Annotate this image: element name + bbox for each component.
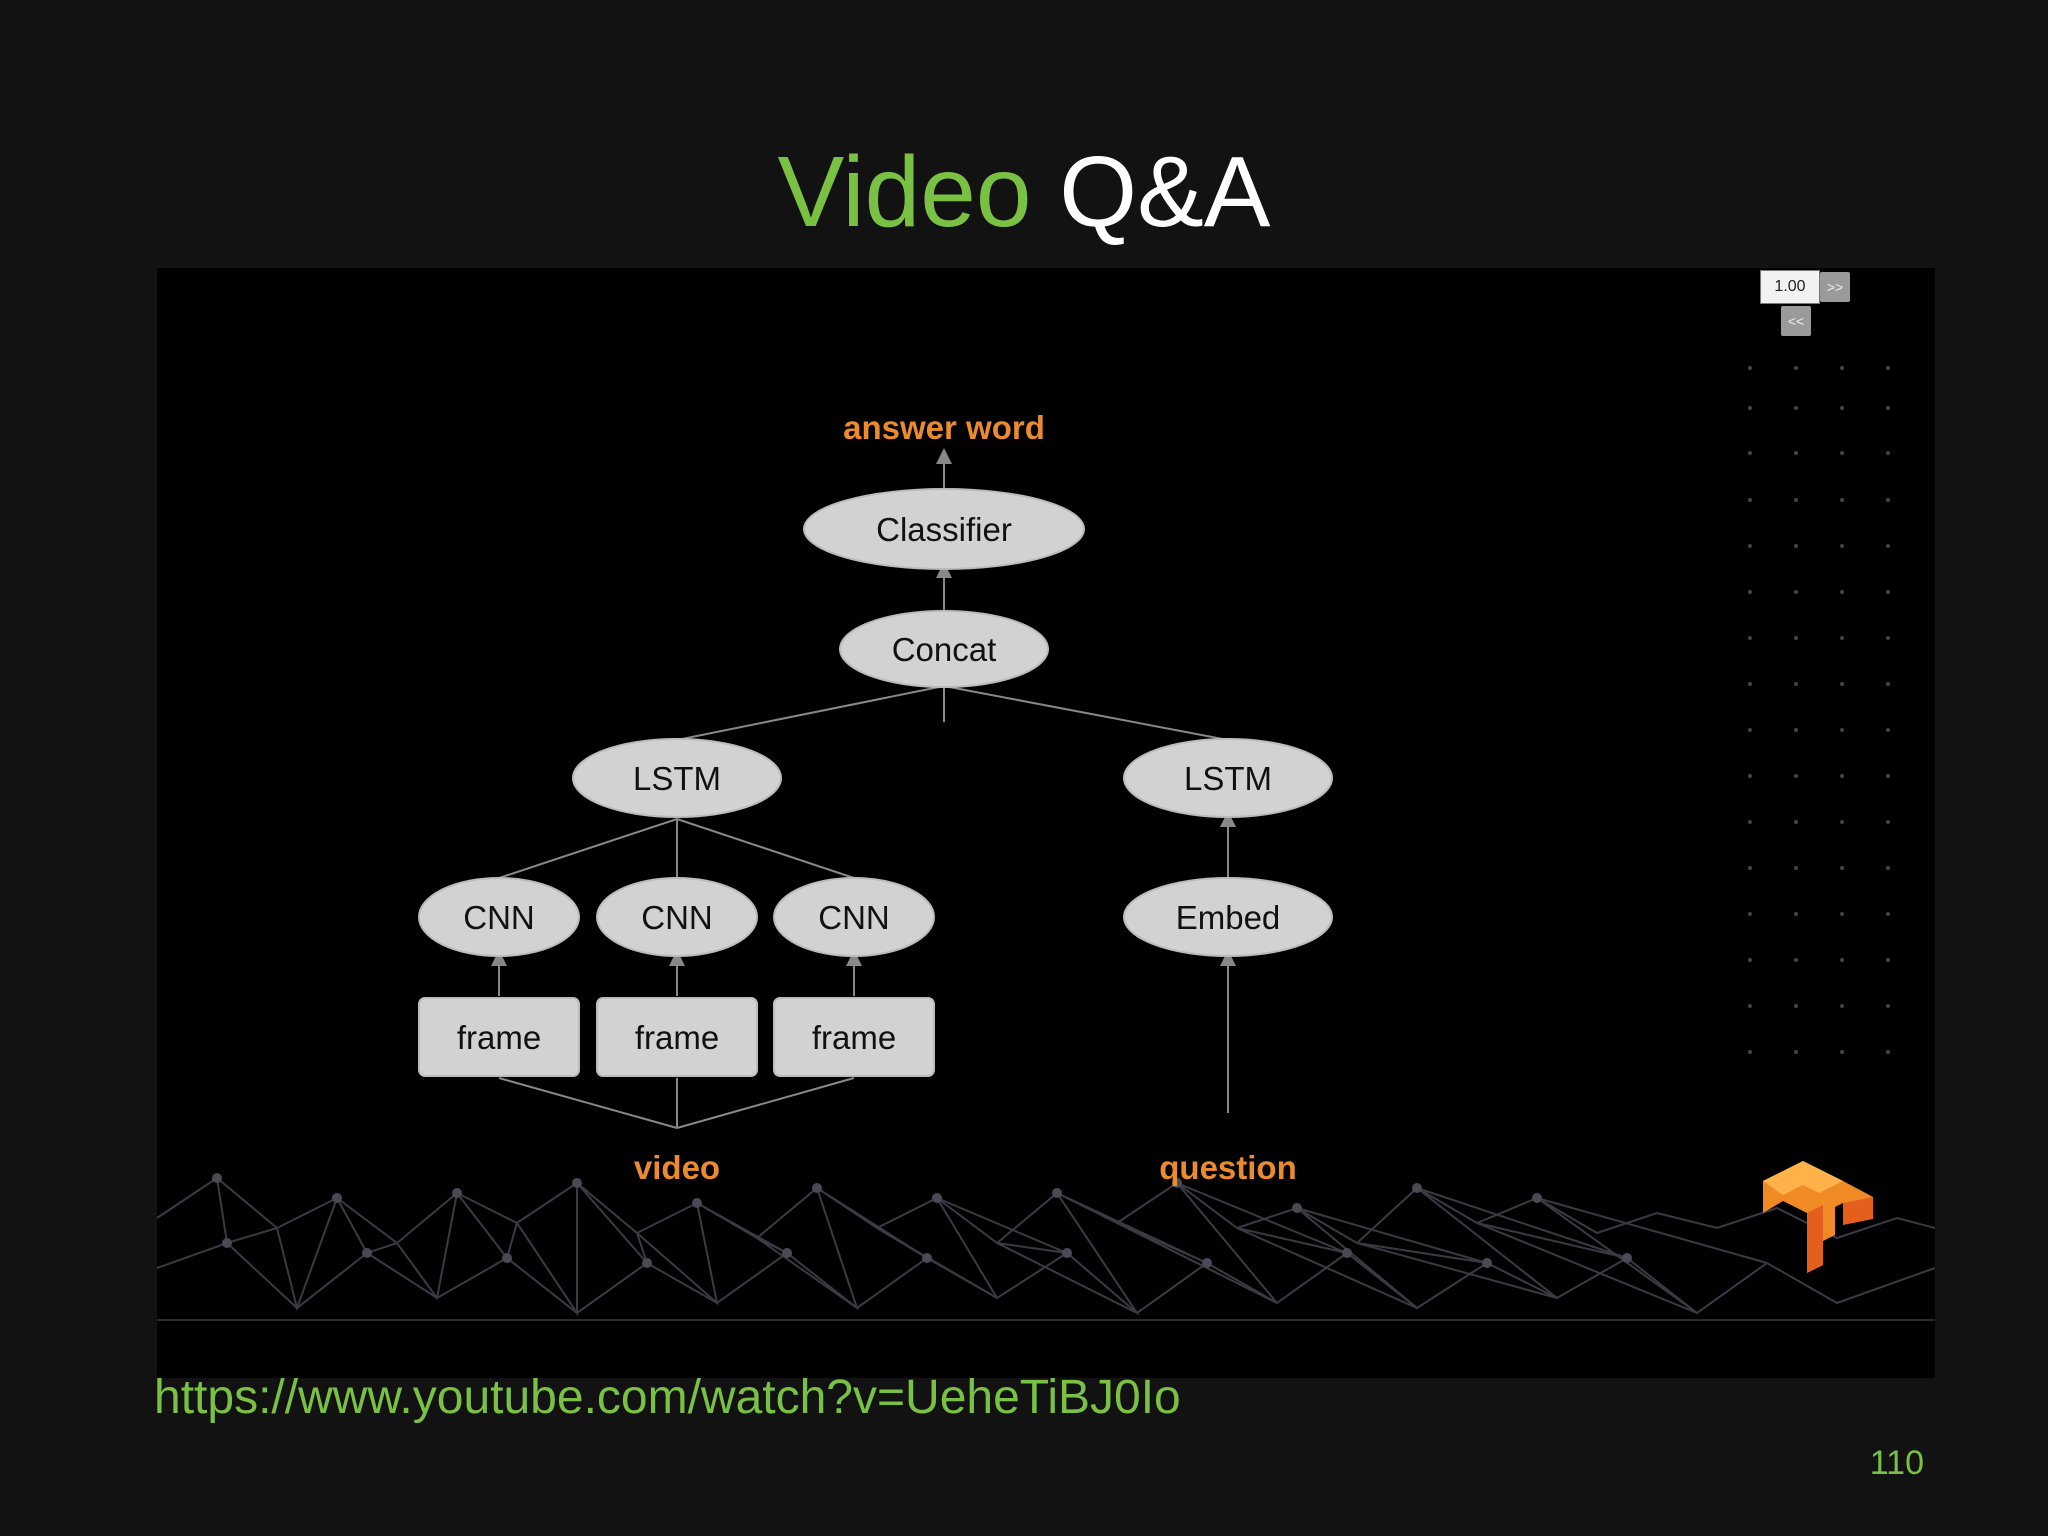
classifier-label: Classifier [876, 511, 1012, 548]
answer-word-label: answer word [843, 409, 1045, 446]
lstm-question-label: LSTM [1184, 760, 1272, 797]
speed-up-button[interactable]: >> [1820, 272, 1850, 302]
architecture-diagram: answer word Classifier Concat LSTM LSTM … [157, 366, 1935, 1321]
title-part-video: Video [777, 136, 1032, 248]
page-number: 110 [1869, 1444, 1924, 1482]
lstm-question-node [1123, 738, 1333, 818]
youtube-link[interactable]: https://www.youtube.com/watch?v=UeheTiBJ… [154, 1371, 1181, 1424]
cnn-node-2 [596, 877, 758, 957]
frame-box-3 [773, 997, 935, 1077]
embed-label: Embed [1176, 899, 1281, 936]
title-part-qa: Q&A [1059, 136, 1271, 248]
frame-label-2: frame [635, 1019, 719, 1056]
lstm-video-node [572, 738, 782, 818]
playback-speed-display: 1.00 [1760, 270, 1820, 304]
frame-box-1 [418, 997, 580, 1077]
classifier-node [803, 488, 1085, 570]
tensorflow-logo-icon [1763, 1161, 1873, 1273]
cnn-node-1 [418, 877, 580, 957]
lstm-video-label: LSTM [633, 760, 721, 797]
cnn-label-2: CNN [641, 899, 713, 936]
frame-label-3: frame [812, 1019, 896, 1056]
speed-down-button[interactable]: << [1781, 306, 1811, 336]
embed-node [1123, 877, 1333, 957]
slide-title: Video Q&A [0, 132, 2048, 252]
cnn-node-3 [773, 877, 935, 957]
network-mesh-decoration [157, 1176, 1935, 1321]
cnn-label-1: CNN [463, 899, 535, 936]
video-player[interactable]: answer word Classifier Concat LSTM LSTM … [157, 268, 1935, 1378]
network-nodes [212, 1173, 1632, 1268]
concat-label: Concat [892, 631, 997, 668]
video-input-label: video [634, 1149, 720, 1186]
dot-grid [1748, 366, 1890, 1054]
frame-label-1: frame [457, 1019, 541, 1056]
frame-box-2 [596, 997, 758, 1077]
cnn-label-3: CNN [818, 899, 890, 936]
concat-node [839, 610, 1049, 688]
question-input-label: question [1159, 1149, 1297, 1186]
